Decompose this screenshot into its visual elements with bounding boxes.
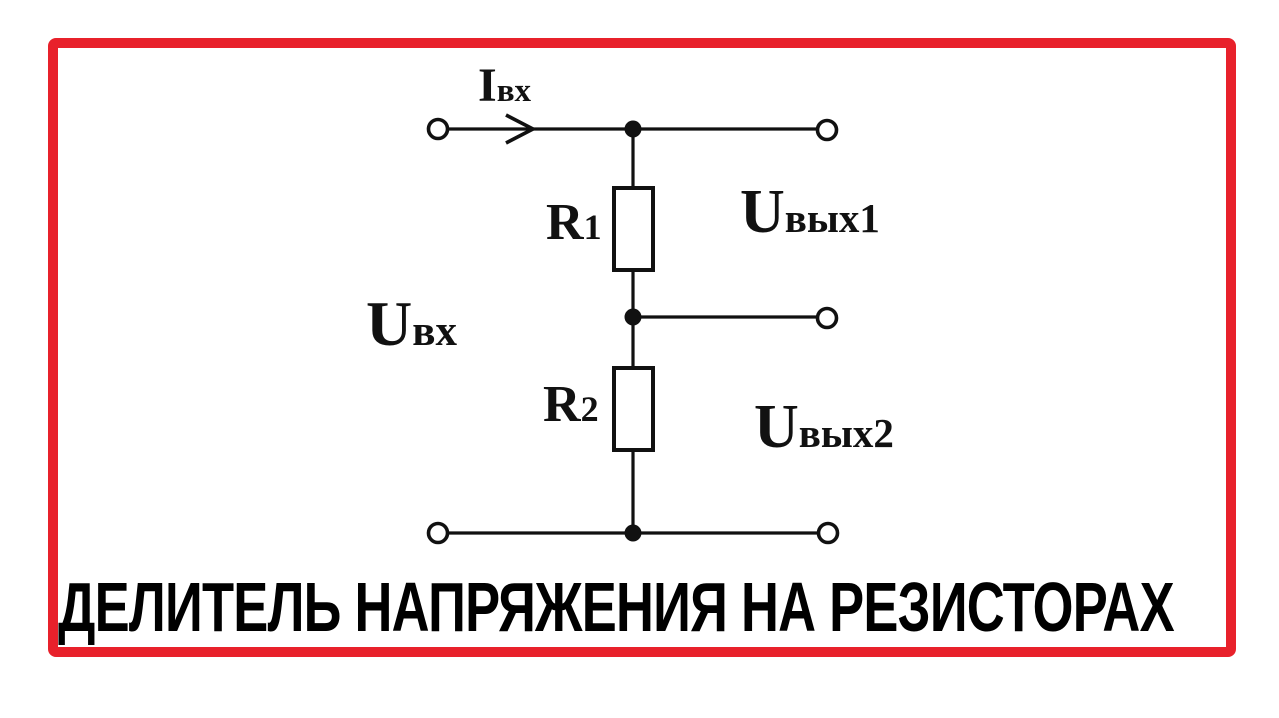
output-voltage1-subscript: вых1 bbox=[784, 195, 880, 241]
terminal-input-bottom bbox=[426, 521, 450, 545]
resistor-r2-label: R2 bbox=[543, 379, 599, 431]
resistor-r2-subscript: 2 bbox=[580, 389, 599, 429]
output-voltage1-symbol: U bbox=[740, 178, 785, 246]
junction-dot-bottom bbox=[624, 524, 642, 542]
resistor-r2-body bbox=[612, 366, 655, 452]
resistor-r1-subscript: 1 bbox=[583, 207, 602, 247]
input-voltage-subscript: вх bbox=[412, 308, 457, 355]
junction-dot-middle bbox=[624, 308, 642, 326]
resistor-r1-label: R1 bbox=[546, 197, 602, 249]
red-border-frame bbox=[48, 38, 1236, 657]
terminal-input-top bbox=[426, 117, 450, 141]
caption-title: ДЕЛИТЕЛЬ НАПРЯЖЕНИЯ НА РЕЗИСТОРАХ bbox=[58, 568, 1175, 646]
input-current-label: Iвх bbox=[478, 62, 531, 110]
output-voltage1-label: Uвых1 bbox=[740, 181, 880, 243]
output-voltage2-subscript: вых2 bbox=[798, 410, 894, 456]
input-voltage-symbol: U bbox=[366, 288, 413, 359]
input-current-symbol: I bbox=[478, 59, 497, 112]
resistor-r1-body bbox=[612, 186, 655, 272]
input-voltage-label: Uвх bbox=[366, 292, 457, 356]
resistor-r1-symbol: R bbox=[546, 194, 584, 251]
resistor-r2-symbol: R bbox=[543, 376, 581, 433]
output-voltage2-symbol: U bbox=[754, 393, 799, 461]
terminal-output-middle bbox=[815, 306, 839, 330]
junction-dot-top bbox=[624, 120, 642, 138]
terminal-output1-top bbox=[815, 118, 839, 142]
terminal-output-bottom bbox=[816, 521, 840, 545]
input-current-subscript: вх bbox=[496, 73, 532, 109]
output-voltage2-label: Uвых2 bbox=[754, 396, 894, 458]
current-arrow-icon bbox=[505, 113, 537, 145]
